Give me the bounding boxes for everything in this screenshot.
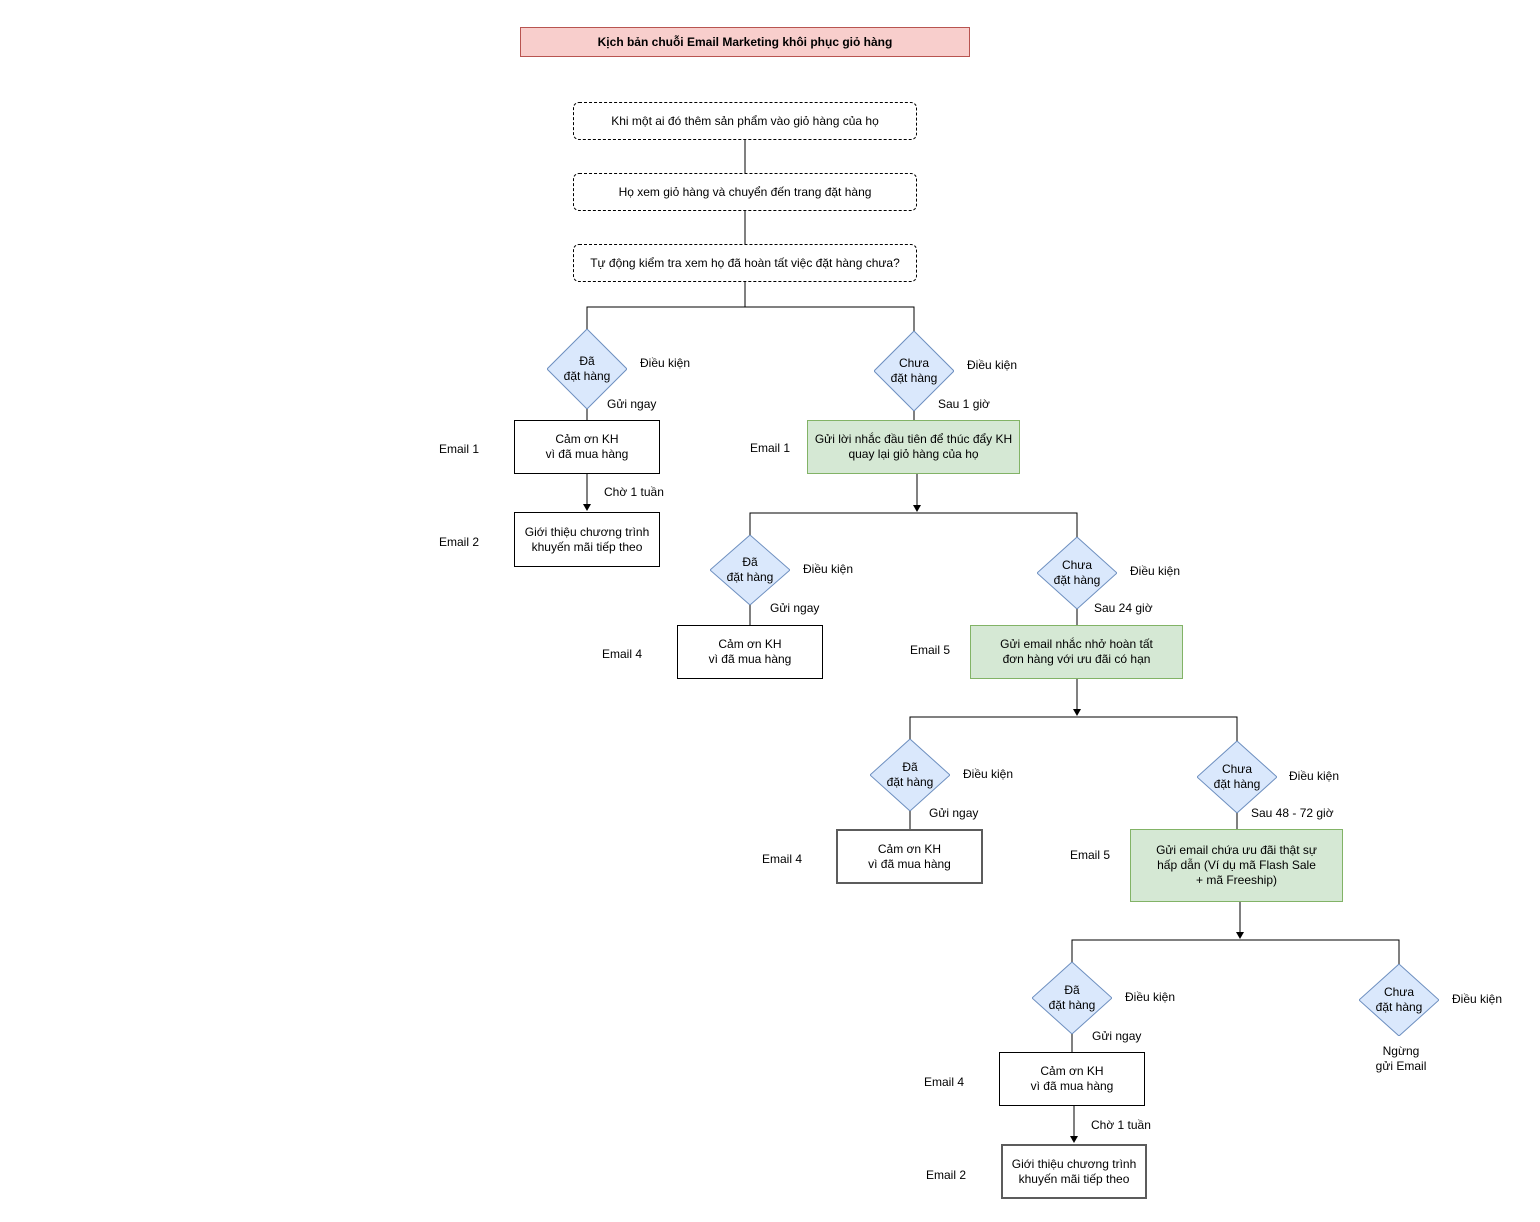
condition-label: Điều kiện — [1452, 992, 1503, 1006]
timing-label: Chờ 1 tuần — [604, 485, 664, 499]
timing-label: Gửi ngay — [1092, 1029, 1142, 1043]
step-auto-check: Tự động kiểm tra xem họ đã hoàn tất việc… — [573, 244, 917, 282]
email-second-reminder: Gửi email nhắc nhở hoàn tất đơn hàng với… — [970, 625, 1183, 679]
timing-label: Chờ 1 tuần — [1091, 1118, 1151, 1132]
decision-label: Chưa đặt hàng — [1375, 985, 1423, 1014]
email-number-label: Email 1 — [439, 442, 480, 456]
decision-label: Đã đặt hàng — [726, 555, 774, 584]
timing-label: Gửi ngay — [607, 397, 657, 411]
email-number-label: Email 2 — [926, 1168, 967, 1182]
decision-not-ordered-2: Chưa đặt hàng — [1037, 537, 1117, 609]
condition-label: Điều kiện — [1125, 990, 1176, 1004]
email-promo-intro: Giới thiệu chương trình khuyến mãi tiếp … — [1001, 1144, 1147, 1199]
email-third-reminder: Gửi email chứa ưu đãi thật sự hấp dẫn (V… — [1130, 829, 1343, 902]
decision-label: Chưa đặt hàng — [890, 356, 938, 385]
condition-label: Điều kiện — [803, 562, 854, 576]
step-view-cart: Họ xem giỏ hàng và chuyển đến trang đặt … — [573, 173, 917, 211]
decision-ordered-1: Đã đặt hàng — [547, 329, 627, 409]
email-thank-you: Cảm ơn KH vì đã mua hàng — [514, 420, 660, 474]
condition-label: Điều kiện — [1130, 564, 1181, 578]
email-number-label: Email 5 — [910, 643, 951, 657]
diagram-title: Kịch bản chuỗi Email Marketing khôi phục… — [520, 27, 970, 57]
step-add-to-cart: Khi một ai đó thêm sản phẩm vào giỏ hàng… — [573, 102, 917, 140]
condition-label: Điều kiện — [967, 358, 1018, 372]
decision-ordered-2: Đã đặt hàng — [710, 535, 790, 605]
email-number-label: Email 1 — [750, 441, 791, 455]
stop-email-label: Ngừng gửi Email — [1375, 1044, 1427, 1073]
decision-ordered-3: Đã đặt hàng — [870, 739, 950, 811]
email-thank-you: Cảm ơn KH vì đã mua hàng — [677, 625, 823, 679]
condition-label: Điều kiện — [1289, 769, 1340, 783]
timing-label: Gửi ngay — [770, 601, 820, 615]
condition-label: Điều kiện — [963, 767, 1014, 781]
email-number-label: Email 5 — [1070, 848, 1111, 862]
timing-label: Sau 24 giờ — [1094, 601, 1153, 615]
decision-not-ordered-1: Chưa đặt hàng — [874, 331, 954, 411]
decision-label: Đã đặt hàng — [563, 354, 611, 383]
decision-not-ordered-4: Chưa đặt hàng — [1359, 964, 1439, 1036]
email-thank-you: Cảm ơn KH vì đã mua hàng — [999, 1052, 1145, 1106]
email-number-label: Email 2 — [439, 535, 480, 549]
decision-label: Đã đặt hàng — [1048, 983, 1096, 1012]
decision-label: Chưa đặt hàng — [1053, 558, 1101, 587]
condition-label: Điều kiện — [640, 356, 691, 370]
decision-not-ordered-3: Chưa đặt hàng — [1197, 741, 1277, 813]
decision-label: Chưa đặt hàng — [1213, 762, 1261, 791]
timing-label: Sau 48 - 72 giờ — [1251, 806, 1334, 820]
email-number-label: Email 4 — [762, 852, 803, 866]
decision-label: Đã đặt hàng — [886, 760, 934, 789]
email-first-reminder: Gửi lời nhắc đầu tiên để thúc đẩy KH qua… — [807, 420, 1020, 474]
email-number-label: Email 4 — [602, 647, 643, 661]
timing-label: Gửi ngay — [929, 806, 979, 820]
email-thank-you: Cảm ơn KH vì đã mua hàng — [836, 829, 983, 884]
timing-label: Sau 1 giờ — [938, 397, 990, 411]
email-promo-intro: Giới thiệu chương trình khuyến mãi tiếp … — [514, 512, 660, 567]
decision-ordered-4: Đã đặt hàng — [1032, 962, 1112, 1034]
email-number-label: Email 4 — [924, 1075, 965, 1089]
